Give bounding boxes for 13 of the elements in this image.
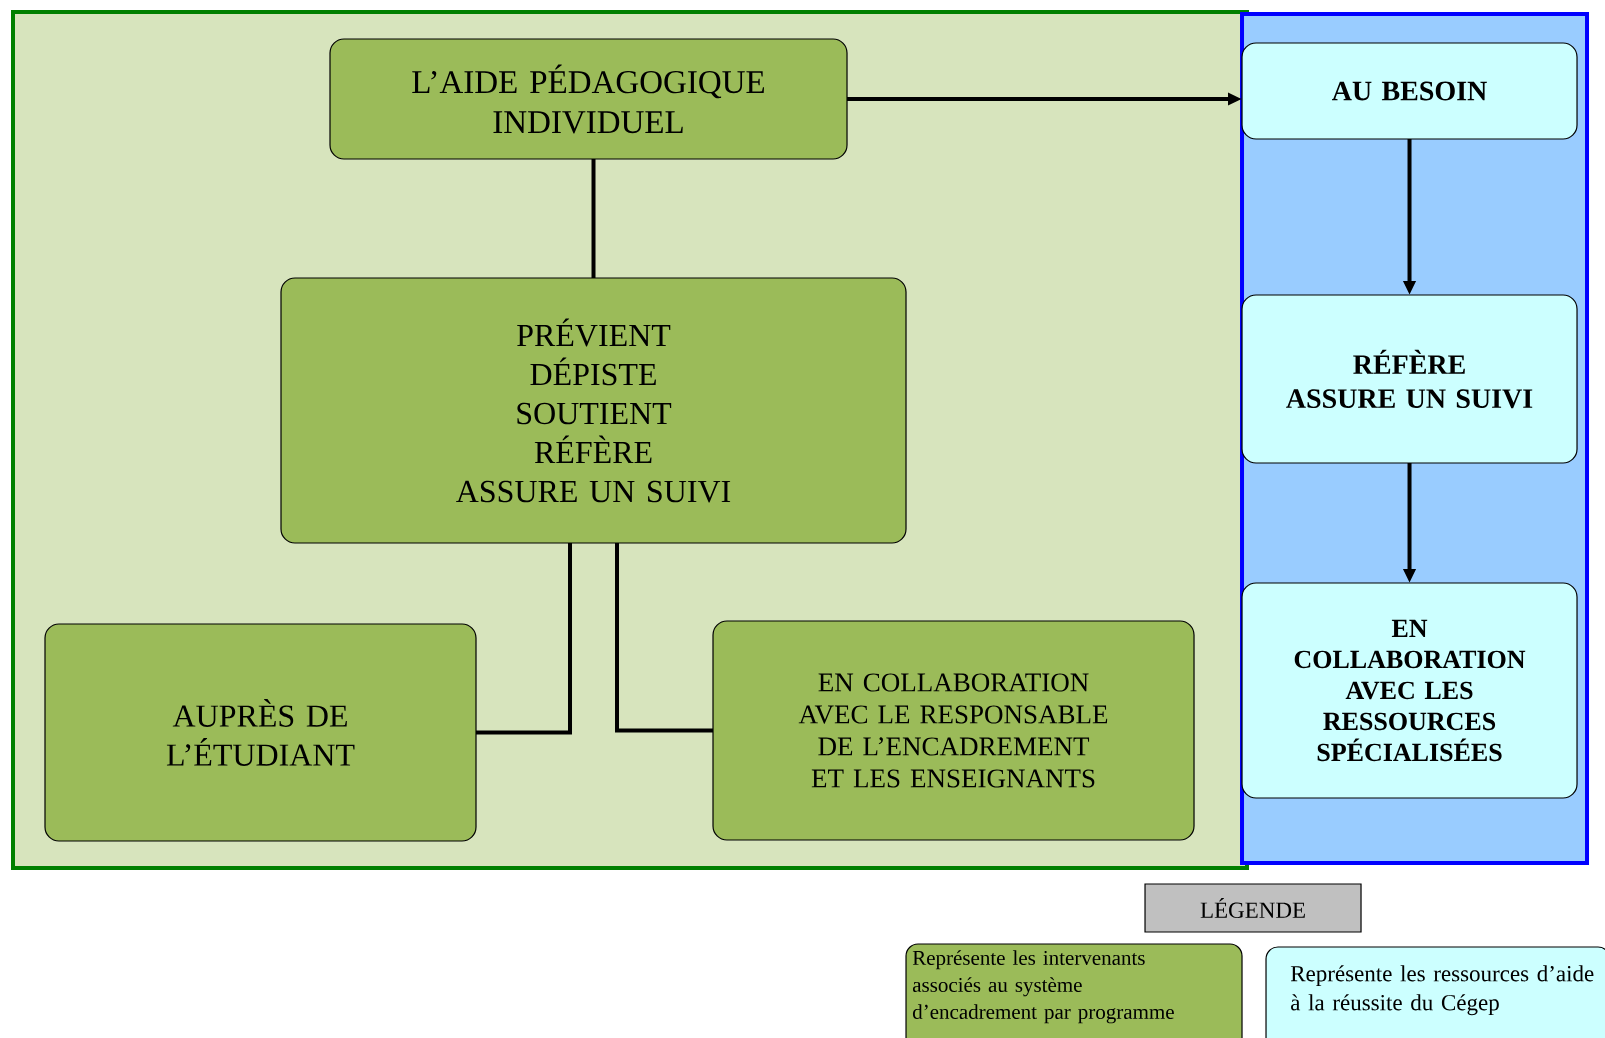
process-box: L’AIDE PÉDAGOGIQUE INDIVIDUEL	[329, 38, 848, 160]
process-box: EN COLLABORATION AVEC LE RESPONSABLE DE L’ENCADREMENT ET LES ENSEIGNANTS	[712, 620, 1195, 841]
legend-text: Représente les intervenants associés au système d’encadrement par programme	[912, 950, 1174, 1024]
connector	[476, 543, 572, 735]
connector	[591, 159, 596, 278]
process-box: AUPRÈS DE L’ÉTUDIANT	[44, 623, 477, 842]
legend-title: LÉGENDE	[1144, 883, 1362, 933]
process-box: AU BESOIN	[1241, 42, 1578, 140]
process-box: RÉFÈRE ASSURE UN SUIVI	[1241, 294, 1578, 464]
process-box: EN COLLABORATION AVEC LES RESSOURCES SPÉCIALISÉES	[1241, 582, 1578, 799]
connector	[615, 543, 713, 733]
legend-text: Représente les ressources d’aide à la réussite du Cégep	[1290, 965, 1594, 1016]
process-box: PRÉVIENT DÉPISTE SOUTIENT RÉFÈRE ASSURE UN SUIVI	[280, 277, 907, 544]
